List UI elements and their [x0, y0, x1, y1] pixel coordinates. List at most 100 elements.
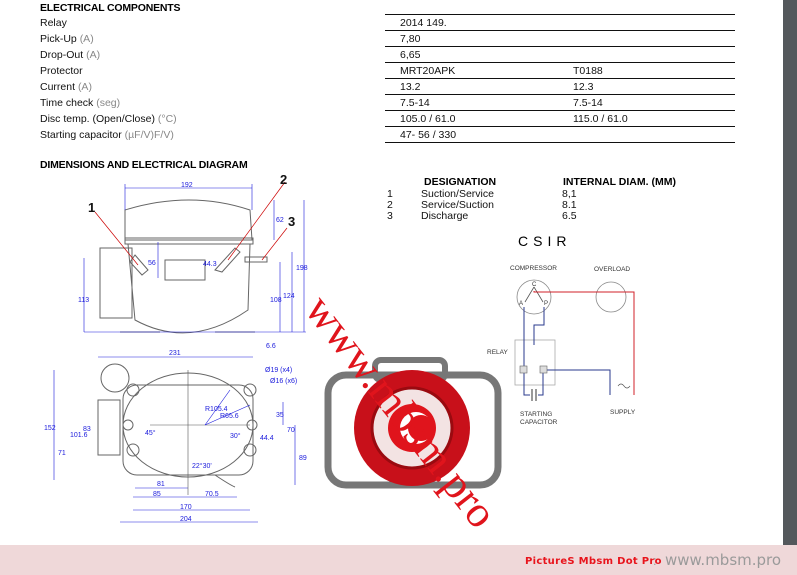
value-2: T0188	[573, 65, 603, 77]
value-1: 6,65	[400, 49, 421, 61]
relay-label: RELAY	[487, 349, 508, 356]
table-row: Drop-Out (A) 6,65	[40, 47, 735, 63]
vertical-scrollbar[interactable]	[783, 0, 797, 545]
dim-label: 152	[44, 425, 56, 432]
row-label: Disc temp. (Open/Close) (°C)	[40, 113, 177, 125]
unit-text: (°C)	[157, 113, 177, 125]
dim-label: 71	[58, 450, 66, 457]
dim-label: 108	[270, 297, 282, 304]
callout-1: 1	[88, 200, 95, 215]
table-row: Pick-Up (A) 7,80	[40, 31, 735, 47]
dim-label: 56	[148, 260, 156, 267]
value-1: 13.2	[400, 81, 421, 93]
dim-label: 89	[299, 455, 307, 462]
value-1: 2014 149.	[400, 17, 447, 29]
section-title-dimensions: DIMENSIONS AND ELECTRICAL DIAGRAM	[40, 159, 248, 171]
row-rule	[385, 94, 735, 95]
row-label: Starting capacitor (µF/V)F/V)	[40, 129, 174, 141]
dim-label: 113	[78, 297, 89, 304]
value-1: 105.0 / 61.0	[400, 113, 456, 125]
dim-label: 30°	[230, 432, 241, 440]
footer-url[interactable]: www.mbsm.pro	[665, 551, 782, 569]
callout-3: 3	[288, 214, 295, 229]
compressor-side-view-drawing: 192 62 56 44.3 113 108 124 198 6.6 1 2 3	[78, 172, 308, 350]
value-1: 7,80	[400, 33, 421, 45]
designation-header: DESIGNATION	[424, 176, 497, 188]
section-title-electrical: ELECTRICAL COMPONENTS	[40, 2, 181, 14]
compressor-top-view-drawing: 231 Ø19 (x4) Ø16 (x6) R105.4 R65.6 35 70…	[44, 350, 307, 523]
label-text: Protector	[40, 65, 83, 77]
capacitor-label-2: CAPACITOR	[520, 419, 558, 426]
table-row: Protector MRT20APK T0188	[40, 63, 735, 79]
footer-brand: PictureS Mbsm Dot Pro	[525, 556, 662, 567]
dim-label: 62	[276, 217, 284, 224]
dim-label: 81	[157, 481, 165, 488]
wiring-title: CSIR	[518, 233, 572, 249]
dim-label: R105.4	[205, 406, 228, 413]
dim-label: 198	[296, 265, 308, 272]
row-label: Time check (seg)	[40, 97, 120, 109]
dim-label: 192	[181, 182, 193, 189]
connection-name: Service/Suction	[421, 199, 494, 211]
label-text: Starting capacitor	[40, 129, 122, 141]
label-text: Disc temp. (Open/Close)	[40, 113, 155, 125]
dim-label: 231	[169, 350, 181, 357]
connection-name: Suction/Service	[421, 188, 494, 200]
terminal-c: C	[532, 282, 537, 288]
connection-diameter: 8,1	[562, 188, 577, 200]
row-rule	[385, 46, 735, 47]
unit-text: (seg)	[96, 97, 121, 109]
row-label: Drop-Out (A)	[40, 49, 100, 61]
unit-text: (A)	[86, 49, 101, 61]
dim-label: 45°	[145, 429, 156, 437]
supply-label: SUPPLY	[610, 409, 636, 416]
dim-label: 44.4	[260, 435, 274, 442]
diameter-header: INTERNAL DIAM. (MM)	[563, 176, 676, 188]
callout-2: 2	[280, 172, 287, 187]
row-rule	[385, 30, 735, 31]
label-text: Current	[40, 81, 76, 93]
dim-label: Ø19 (x4)	[265, 367, 292, 374]
row-label: Protector	[40, 65, 83, 77]
connection-diameter: 8.1	[562, 199, 577, 211]
footer-separator: :	[653, 553, 657, 568]
connection-number: 2	[387, 199, 393, 211]
terminal-a: A	[519, 301, 523, 307]
dim-label: 83	[83, 426, 91, 433]
row-rule	[385, 78, 735, 79]
label-text: Drop-Out	[40, 49, 84, 61]
table-row: Disc temp. (Open/Close) (°C) 105.0 / 61.0…	[40, 111, 735, 127]
unit-text: (µF/V)F/V)	[124, 129, 174, 141]
value-2: 115.0 / 61.0	[573, 113, 628, 125]
dim-label: 44.3	[203, 261, 217, 268]
value-1: MRT20APK	[400, 65, 456, 77]
table-row: Relay 2014 149.	[40, 15, 735, 31]
value-2: 7.5-14	[573, 97, 603, 109]
table-row: Current (A) 13.2 12.3	[40, 79, 735, 95]
row-rule	[385, 142, 735, 143]
terminal-p: P	[544, 301, 548, 307]
compressor-label: COMPRESSOR	[510, 265, 557, 272]
capacitor-label-1: STARTING	[520, 411, 553, 418]
table-top-rule	[385, 14, 735, 15]
row-label: Current (A)	[40, 81, 92, 93]
dim-label: 6.6	[266, 343, 276, 350]
label-text: Relay	[40, 17, 67, 29]
dim-label: 204	[180, 516, 192, 523]
unit-text: (A)	[77, 81, 92, 93]
value-1: 7.5-14	[400, 97, 430, 109]
connection-number: 3	[387, 210, 393, 222]
dim-label: 85	[153, 491, 161, 498]
connection-name: Discharge	[421, 210, 469, 222]
value-1: 47- 56 / 330	[400, 129, 457, 141]
table-row: Starting capacitor (µF/V)F/V) 47- 56 / 33…	[40, 127, 735, 143]
connection-diameter: 6.5	[562, 210, 577, 222]
label-text: Time check	[40, 97, 94, 109]
overload-label: OVERLOAD	[594, 266, 631, 273]
dim-label: 70	[287, 427, 295, 434]
value-2: 12.3	[573, 81, 594, 93]
connection-number: 1	[387, 188, 393, 200]
wiring-diagram: C A P	[514, 279, 635, 401]
dim-label: Ø16 (x6)	[270, 378, 297, 385]
row-label: Pick-Up (A)	[40, 33, 94, 45]
